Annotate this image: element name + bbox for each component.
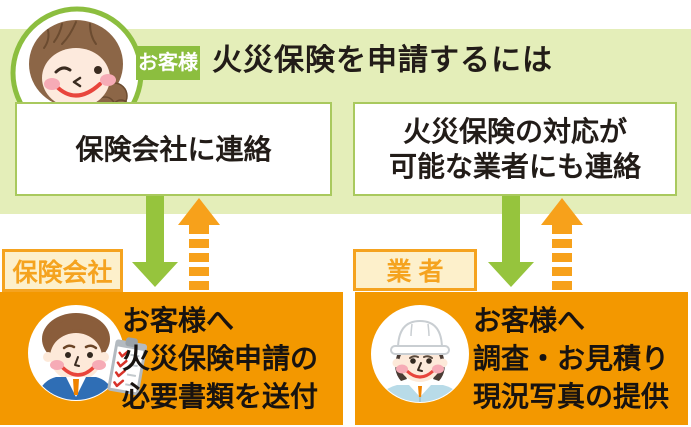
construction-worker-avatar-icon <box>371 305 469 403</box>
up-arrow-dash-icon <box>552 225 572 290</box>
action-text-contractor-line2: 可能な業者にも連絡 <box>388 151 641 182</box>
contractor-label: 業 者 <box>353 249 477 291</box>
action-box-contact-insurer: 保険会社に連絡 <box>15 102 332 196</box>
down-arrow-head-icon <box>132 262 178 287</box>
down-arrow-head-icon <box>488 262 534 287</box>
action-text-insurer: 保険会社に連絡 <box>75 133 272 165</box>
customer-label: お客様 <box>136 46 200 80</box>
result-text-contractor: お客様へ 調査・お見積り 現況写真の提供 <box>473 305 670 412</box>
clipboard-icon <box>107 337 148 396</box>
insurance-company-label: 保険会社 <box>2 249 123 292</box>
result-text-insurance: お客様へ 火災保険申請の 必要書類を送付 <box>122 305 319 412</box>
up-arrow-head-icon <box>178 198 220 225</box>
businessman-clipboard-avatar-icon <box>28 305 178 409</box>
down-arrow-icon <box>502 196 520 262</box>
result-box-contractor: お客様へ 調査・お見積り 現況写真の提供 <box>355 292 688 425</box>
up-arrow-head-icon <box>541 198 583 225</box>
action-box-contact-contractor: 火災保険の対応が 可能な業者にも連絡 <box>353 102 677 196</box>
up-arrow-dash-icon <box>189 225 209 290</box>
down-arrow-icon <box>146 196 164 262</box>
result-box-insurance: お客様へ 火災保険申請の 必要書類を送付 <box>0 292 343 425</box>
page-title: 火災保険を申請するには <box>212 44 553 77</box>
action-text-contractor-line1: 火災保険の対応が <box>402 116 627 147</box>
